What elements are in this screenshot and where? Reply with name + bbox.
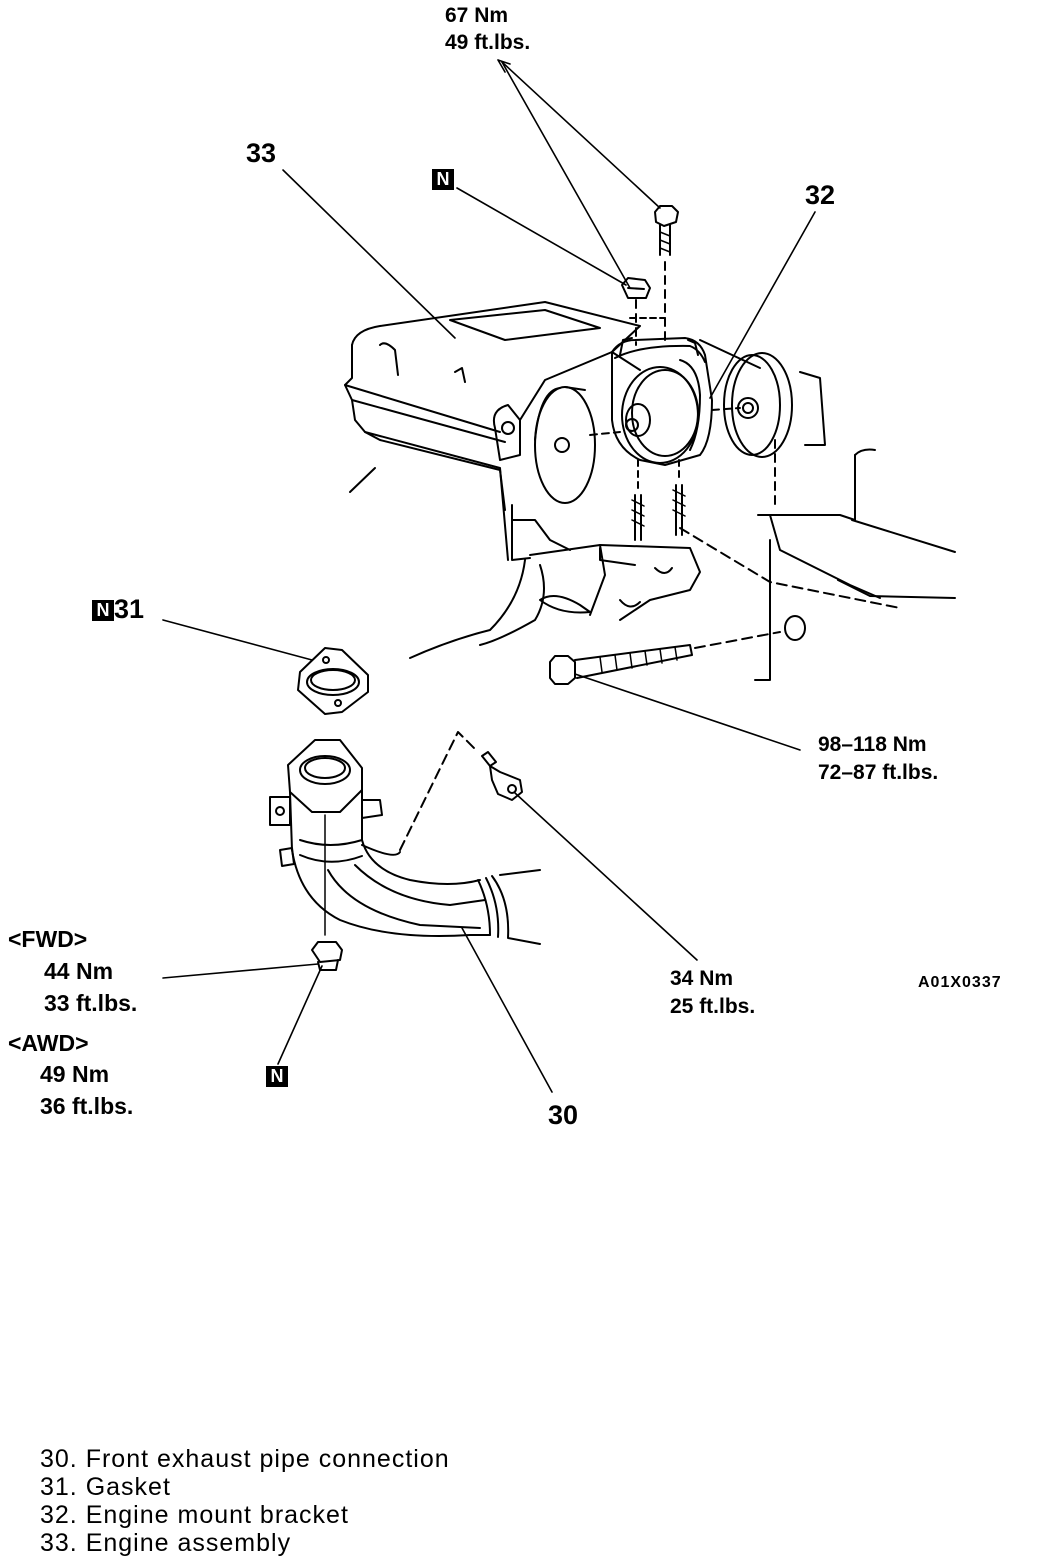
legend-item-31: 31. Gasket — [40, 1473, 171, 1501]
figure-code: A01X0337 — [918, 974, 1002, 991]
top-bolt-and-nut — [621, 205, 679, 346]
new-part-icon: N — [432, 169, 454, 190]
top-bolt-torque-nm: 67 Nm — [445, 4, 509, 27]
legend-item-33: 33. Engine assembly — [40, 1529, 292, 1557]
engine-mount-bracket-drawing — [534, 337, 793, 541]
awd-torque-ftlbs: 36 ft.lbs. — [40, 1093, 134, 1119]
sensor-torque-nm: 34 Nm — [670, 967, 734, 990]
new-part-mark-bottom: N — [266, 1066, 288, 1087]
long-bolt-torque-ftlbs: 72–87 ft.lbs. — [818, 761, 939, 784]
parts-legend: 30. Front exhaust pipe connection 31. Ga… — [40, 1445, 450, 1557]
leader-lines — [162, 59, 816, 1093]
exhaust-pipe-drawing — [269, 739, 541, 945]
callout-33: 33 — [246, 138, 277, 168]
long-bolt-torque-nm: 98–118 Nm — [818, 733, 927, 756]
fwd-torque-ftlbs: 33 ft.lbs. — [44, 990, 138, 1016]
callout-31-number: 31 — [114, 594, 145, 624]
sensor-torque-ftlbs: 25 ft.lbs. — [670, 995, 756, 1018]
fwd-label: <FWD> — [8, 926, 88, 952]
new-part-icon: N — [92, 600, 114, 622]
bottom-nut — [311, 941, 343, 971]
new-part-icon: N — [266, 1066, 288, 1087]
legend-item-32: 32. Engine mount bracket — [40, 1501, 349, 1529]
engine-assembly-drawing — [344, 301, 956, 681]
fwd-torque-nm: 44 Nm — [44, 958, 114, 984]
top-bolt-torque-ftlbs: 49 ft.lbs. — [445, 31, 531, 54]
callout-32: 32 — [805, 180, 836, 210]
awd-label: <AWD> — [8, 1030, 89, 1056]
oxygen-sensor — [399, 731, 523, 851]
legend-item-30: 30. Front exhaust pipe connection — [40, 1445, 450, 1473]
gasket-drawing — [297, 647, 369, 715]
new-part-mark-top: N — [432, 169, 454, 190]
callout-30: 30 — [548, 1100, 579, 1130]
awd-torque-nm: 49 Nm — [40, 1061, 110, 1087]
long-through-bolt — [549, 615, 806, 685]
